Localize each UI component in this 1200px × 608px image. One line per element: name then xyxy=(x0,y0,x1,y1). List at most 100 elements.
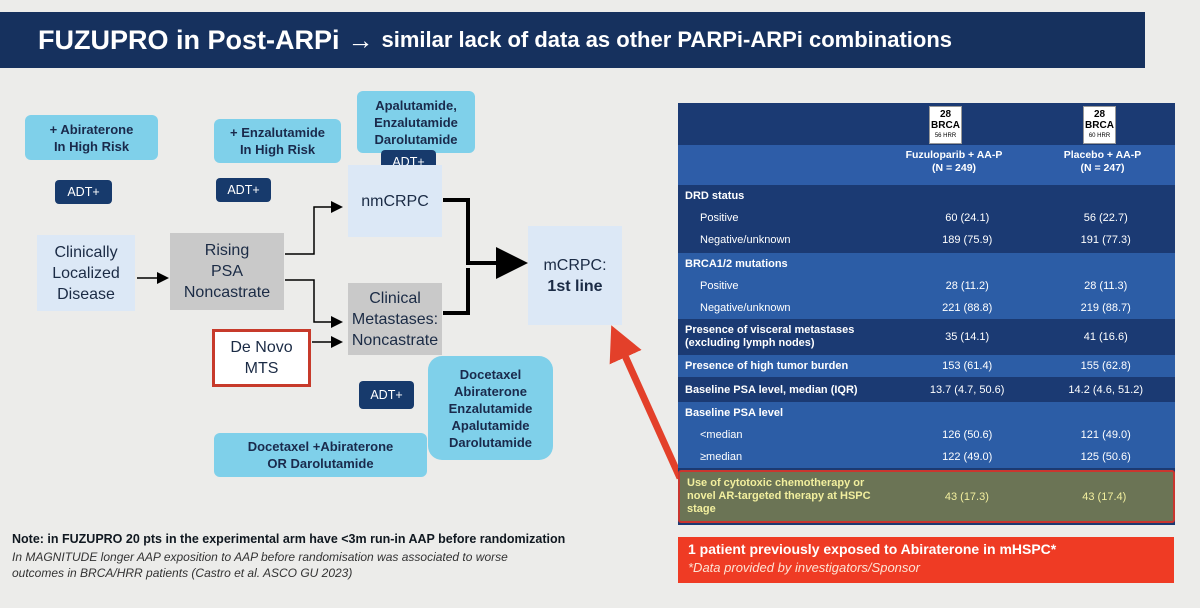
table-row: Positive 28 (11.2) 28 (11.3) xyxy=(678,275,1175,297)
row-value-fuzuloparib: 122 (49.0) xyxy=(942,451,993,463)
rising-psa-box: Rising PSA Noncastrate xyxy=(170,233,284,310)
prior-abiraterone-callout: 1 patient previously exposed to Abirater… xyxy=(678,537,1174,583)
row-value-placebo: 41 (16.6) xyxy=(1083,331,1128,343)
docetaxel-combo-box: Docetaxel +Abiraterone OR Darolutamide xyxy=(214,433,427,477)
adt-box-1: ADT+ xyxy=(55,180,112,204)
de-novo-box: De Novo MTS xyxy=(212,329,311,387)
table-row: Negative/unknown 189 (75.9) 191 (77.3) xyxy=(678,229,1175,251)
table-row: <median 126 (50.6) 121 (49.0) xyxy=(678,424,1175,446)
table-row: BRCA1/2 mutations xyxy=(678,253,1175,275)
box-line: Enzalutamide xyxy=(374,114,458,130)
brca-badge-1: 28 BRCA 56 HRR xyxy=(929,106,962,144)
box-line: Clinical xyxy=(369,289,421,307)
row-label: Negative/unknown xyxy=(700,233,791,246)
box-line: Clinically xyxy=(54,243,118,261)
table-row: ≥median 122 (49.0) 125 (50.6) xyxy=(678,446,1175,468)
nmcrpc-box: nmCRPC xyxy=(348,165,442,237)
box-line: Darolutamide xyxy=(448,434,533,450)
table-header-band xyxy=(678,145,1175,185)
title-main: FUZUPRO in Post-ARPi xyxy=(38,24,340,55)
table-row: DRD status xyxy=(678,185,1175,207)
row-value-placebo: 125 (50.6) xyxy=(1080,451,1131,463)
box-line: nmCRPC xyxy=(361,192,429,210)
box-line: Docetaxel +Abiraterone xyxy=(247,439,394,454)
box-line: Apalutamide, xyxy=(375,97,457,113)
box-line: Noncastrate xyxy=(351,331,439,349)
box-line: Disease xyxy=(57,285,115,303)
box-line: Metastases: xyxy=(351,310,439,328)
box-line: Darolutamide xyxy=(374,131,458,147)
box-line: Noncastrate xyxy=(183,284,271,301)
adt-box-2: ADT+ xyxy=(216,178,271,202)
row-value-fuzuloparib: 189 (75.9) xyxy=(942,234,993,246)
col-header-line: Fuzuloparib + AA-P xyxy=(905,149,1003,161)
box-line: + Enzalutamide xyxy=(230,125,325,140)
arrow-psa-to-nmcrpc xyxy=(285,201,343,255)
box-line: Apalutamide xyxy=(451,417,530,433)
row-label: Presence of high tumor burden xyxy=(685,359,849,372)
row-value-placebo: 219 (88.7) xyxy=(1080,302,1131,314)
row-value-placebo: 56 (22.7) xyxy=(1083,212,1128,224)
clinically-localized-box: Clinically Localized Disease xyxy=(37,235,135,311)
box-line: + Abiraterone xyxy=(49,121,134,137)
baseline-table: 28 BRCA 56 HRR 28 BRCA 60 HRR Fuzulopari… xyxy=(678,103,1175,525)
table-row: Presence of visceral metastases (excludi… xyxy=(678,321,1175,353)
row-value-placebo: 155 (62.8) xyxy=(1080,360,1131,372)
row-label: Positive xyxy=(700,279,739,292)
row-label: Positive xyxy=(700,211,739,224)
table-row-highlighted: Use of cytotoxic chemotherapy or novel A… xyxy=(678,470,1175,523)
nmcrpc-drugs-box: Apalutamide, Enzalutamide Darolutamide xyxy=(357,91,475,153)
arrow-psa-to-mets xyxy=(285,279,343,328)
box-line: Localized xyxy=(52,264,120,282)
table-row: Presence of high tumor burden 153 (61.4)… xyxy=(678,355,1175,377)
box-line: PSA xyxy=(210,263,243,280)
clinical-metastases-box: Clinical Metastases: Noncastrate xyxy=(348,283,442,355)
row-label: <median xyxy=(700,428,743,441)
row-value-placebo: 28 (11.3) xyxy=(1084,280,1128,292)
row-value-fuzuloparib: 43 (17.3) xyxy=(944,490,989,503)
badge-sub: 56 HRR xyxy=(934,133,957,139)
title-arrow-icon: → xyxy=(347,24,374,55)
title-bar: FUZUPRO in Post-ARPi → similar lack of d… xyxy=(0,12,1145,68)
row-value-fuzuloparib: 13.7 (4.7, 50.6) xyxy=(929,384,1005,396)
title-sub: similar lack of data as other PARPi-ARPi… xyxy=(381,27,953,52)
row-label: Negative/unknown xyxy=(700,301,791,314)
arrow-mets-to-mcrpc xyxy=(443,268,470,315)
row-value-fuzuloparib: 221 (88.8) xyxy=(942,302,993,314)
badge-label: BRCA xyxy=(1085,120,1114,131)
box-line: 1st line xyxy=(547,277,603,295)
callout-footnote: *Data provided by investigators/Sponsor xyxy=(688,560,920,575)
badge-sub: 60 HRR xyxy=(1088,133,1111,139)
table-row: Negative/unknown 221 (88.8) 219 (88.7) xyxy=(678,297,1175,319)
row-label: Baseline PSA level xyxy=(685,406,784,419)
box-line: Docetaxel xyxy=(459,366,522,382)
col-header-line: (N = 249) xyxy=(931,162,977,174)
brca-badge-2: 28 BRCA 60 HRR xyxy=(1083,106,1116,144)
row-value-fuzuloparib: 35 (14.1) xyxy=(945,331,990,343)
row-label: ≥median xyxy=(700,450,743,463)
col-header-line: (N = 247) xyxy=(1080,162,1125,174)
col-header-line: Placebo + AA-P xyxy=(1063,149,1142,161)
row-value-placebo: 14.2 (4.6, 51.2) xyxy=(1068,384,1144,396)
row-value-placebo: 121 (49.0) xyxy=(1080,429,1131,441)
row-label: Presence of visceral metastases (excludi… xyxy=(685,324,855,349)
box-line: In High Risk xyxy=(239,142,316,157)
col-header-placebo: Placebo + AA-P (N = 247) xyxy=(1030,149,1175,175)
box-line: MTS xyxy=(244,360,279,377)
footnote: Note: in FUZUPRO 20 pts in the experimen… xyxy=(12,532,662,581)
enzalutamide-high-risk-box: + Enzalutamide In High Risk xyxy=(214,119,341,163)
footnote-line: outcomes in BRCA/HRR patients (Castro et… xyxy=(12,566,353,580)
row-label: DRD status xyxy=(685,189,745,202)
badge-label: BRCA xyxy=(931,120,960,131)
footnote-line: In MAGNITUDE longer AAP exposition to AA… xyxy=(12,550,508,564)
box-line: Enzalutamide xyxy=(448,400,533,416)
box-line: Rising xyxy=(204,242,250,259)
badge-n: 28 xyxy=(939,109,952,120)
col-header-fuzuloparib: Fuzuloparib + AA-P (N = 249) xyxy=(878,149,1030,175)
badge-n: 28 xyxy=(1093,109,1106,120)
box-line: OR Darolutamide xyxy=(267,456,374,471)
row-label: Use of cytotoxic chemotherapy or novel A… xyxy=(687,477,871,515)
mhspc-drugs-box: Docetaxel Abiraterone Enzalutamide Apalu… xyxy=(428,356,553,460)
row-value-fuzuloparib: 60 (24.1) xyxy=(945,212,990,224)
box-line: De Novo xyxy=(230,339,293,356)
